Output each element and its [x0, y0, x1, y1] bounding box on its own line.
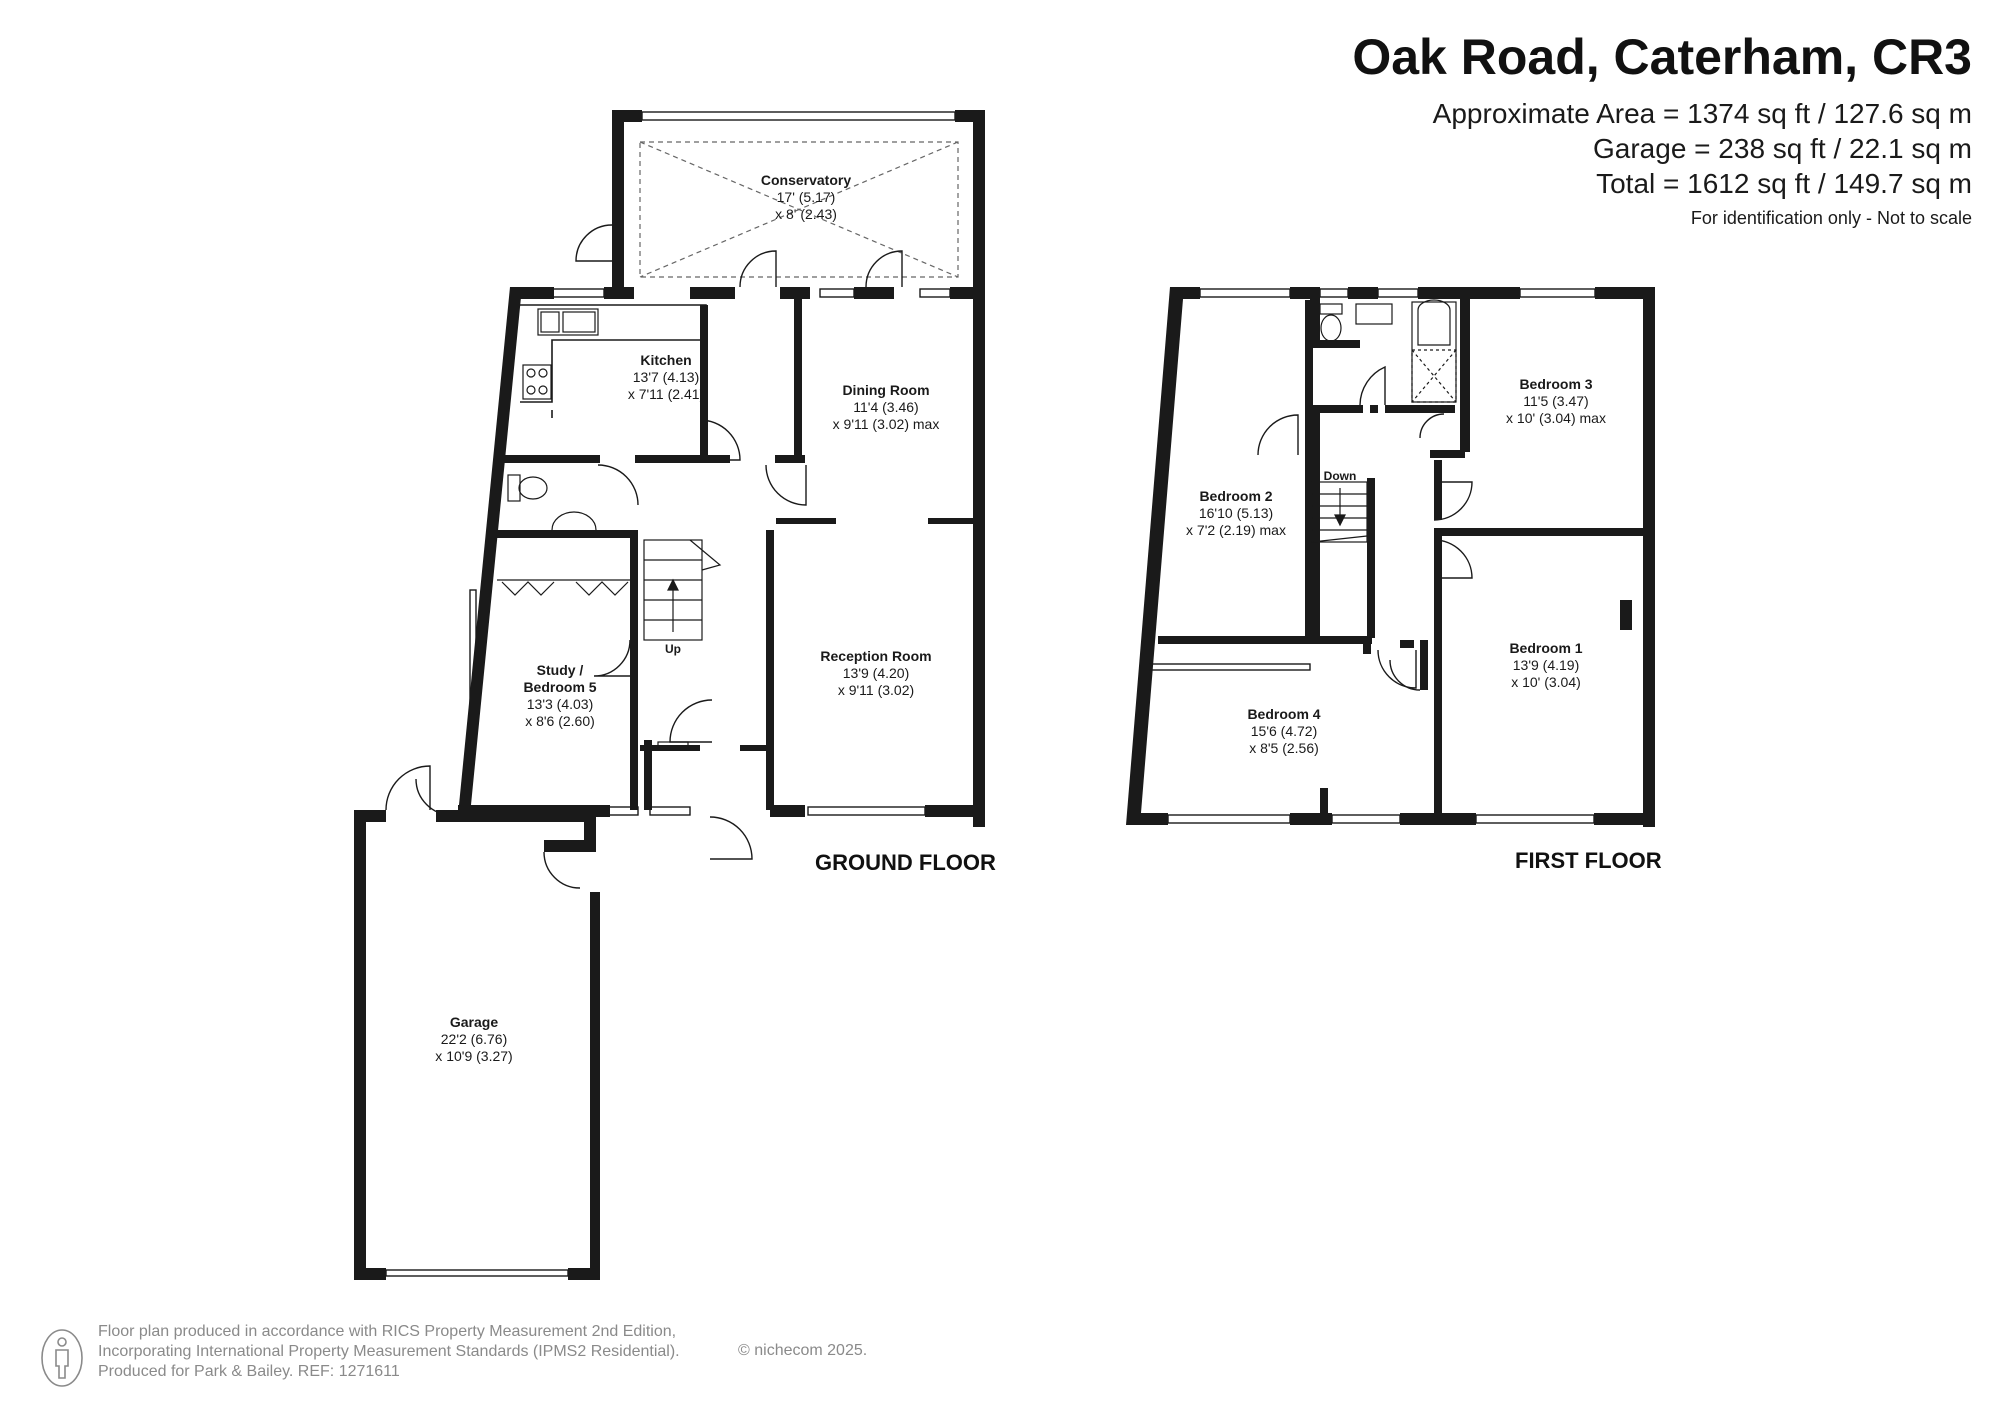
- footer-credits: Floor plan produced in accordance with R…: [98, 1322, 680, 1382]
- room-study: Study / Bedroom 5 13'3 (4.03) x 8'6 (2.6…: [523, 662, 596, 730]
- footer-line: Produced for Park & Bailey. REF: 1271611: [98, 1363, 400, 1380]
- windows: [469, 111, 956, 816]
- room-bedroom-1: Bedroom 1 13'9 (4.19) x 10' (3.04): [1509, 640, 1582, 691]
- first-floor-windows: [1149, 288, 1596, 824]
- sink-icon: [1355, 303, 1393, 325]
- person-icon: [41, 1329, 83, 1387]
- room-name: Bedroom 3: [1519, 376, 1593, 392]
- room-dimension: 22'2 (6.76): [440, 1031, 508, 1047]
- room-name: Garage: [449, 1014, 499, 1030]
- room-dimension: 13'9 (4.20): [842, 665, 910, 681]
- footer-line: Incorporating International Property Mea…: [98, 1343, 680, 1360]
- first-floor-door-swings: [1257, 365, 1473, 691]
- room-dimension: 13'7 (4.13): [632, 369, 700, 385]
- stairs-arrow-icon: [1334, 488, 1346, 527]
- room-dimension: x 9'11 (3.02): [837, 682, 915, 698]
- bath-icon: [1411, 299, 1457, 403]
- stairs-ground: [643, 539, 722, 641]
- garage-wall-fix: [590, 892, 600, 958]
- room-name: Bedroom 5: [523, 679, 597, 695]
- room-kitchen: Kitchen 13'7 (4.13) x 7'11 (2.41): [628, 352, 704, 403]
- room-garage: Garage 22'2 (6.76) x 10'9 (3.27): [435, 1014, 512, 1065]
- wardrobe: [497, 579, 630, 596]
- door-swings: [415, 224, 903, 860]
- room-name: Study /: [536, 662, 584, 678]
- toilet-icon: [507, 474, 548, 502]
- sink-icon: [551, 511, 597, 531]
- ground-floor-label: GROUND FLOOR: [815, 850, 996, 875]
- room-dimension: x 8'6 (2.60): [525, 713, 595, 729]
- room-name: Bedroom 1: [1509, 640, 1583, 656]
- room-bedroom-4: Bedroom 4 15'6 (4.72) x 8'5 (2.56): [1247, 706, 1320, 757]
- toilet-icon: [1319, 303, 1343, 342]
- disclaimer-note: For identification only - Not to scale: [1690, 208, 1972, 228]
- room-dimension: x 10'9 (3.27): [435, 1048, 513, 1064]
- total-area: Total = 1612 sq ft / 149.7 sq m: [1596, 168, 1972, 199]
- ground-floor-walls: [458, 110, 985, 827]
- stairs-arrow-icon: [667, 578, 679, 632]
- room-dimension: x 8' (2.43): [775, 206, 837, 222]
- room-reception: Reception Room 13'9 (4.20) x 9'11 (3.02): [820, 648, 931, 699]
- room-dimension: x 9'11 (3.02) max: [832, 416, 940, 432]
- garage-area: Garage = 238 sq ft / 22.1 sq m: [1593, 133, 1972, 164]
- page-title: Oak Road, Caterham, CR3: [1352, 29, 1972, 85]
- kitchen-worktop: [520, 304, 707, 455]
- room-dimension: 15'6 (4.72): [1250, 723, 1318, 739]
- garage-walls: [354, 810, 600, 1280]
- room-name: Reception Room: [820, 648, 932, 664]
- room-dimension: 13'3 (4.03): [526, 696, 594, 712]
- room-dimension: x 10' (3.04): [1511, 674, 1581, 690]
- first-floor-walls: [1126, 287, 1655, 827]
- room-dimension: 17' (5.17): [776, 189, 836, 205]
- stairs-up-label: Up: [665, 642, 681, 656]
- sink-icon: [537, 308, 599, 336]
- room-name: Bedroom 2: [1199, 488, 1273, 504]
- conservatory-roof: [639, 141, 959, 278]
- first-floor-label: FIRST FLOOR: [1515, 848, 1662, 873]
- room-dimension: 13'9 (4.19): [1512, 657, 1580, 673]
- room-bedroom-3: Bedroom 3 11'5 (3.47) x 10' (3.04) max: [1506, 376, 1606, 427]
- room-dimension: 11'4 (3.46): [853, 399, 919, 415]
- stairs-down-label: Down: [1323, 469, 1357, 483]
- room-dining: Dining Room 11'4 (3.46) x 9'11 (3.02) ma…: [833, 382, 940, 433]
- room-name: Kitchen: [640, 352, 692, 368]
- room-dimension: x 8'5 (2.56): [1249, 740, 1319, 756]
- copyright: © nichecom 2025.: [738, 1342, 868, 1359]
- hob-icon: [522, 364, 552, 400]
- room-conservatory: Conservatory 17' (5.17) x 8' (2.43): [761, 172, 851, 223]
- garage-wall-fix: [590, 1098, 600, 1268]
- footer-line: Floor plan produced in accordance with R…: [98, 1323, 677, 1340]
- porch: [644, 740, 689, 810]
- room-dimension: 16'10 (5.13): [1198, 505, 1274, 521]
- room-dimension: x 7'2 (2.19) max: [1186, 522, 1286, 538]
- room-dimension: x 10' (3.04) max: [1506, 410, 1606, 426]
- room-name: Conservatory: [760, 172, 852, 188]
- room-name: Dining Room: [842, 382, 930, 398]
- room-dimension: x 7'11 (2.41): [627, 386, 705, 402]
- room-bedroom-2: Bedroom 2 16'10 (5.13) x 7'2 (2.19) max: [1186, 488, 1286, 539]
- room-dimension: 11'5 (3.47): [1523, 393, 1589, 409]
- room-name: Bedroom 4: [1247, 706, 1321, 722]
- approximate-area: Approximate Area = 1374 sq ft / 127.6 sq…: [1432, 98, 1972, 129]
